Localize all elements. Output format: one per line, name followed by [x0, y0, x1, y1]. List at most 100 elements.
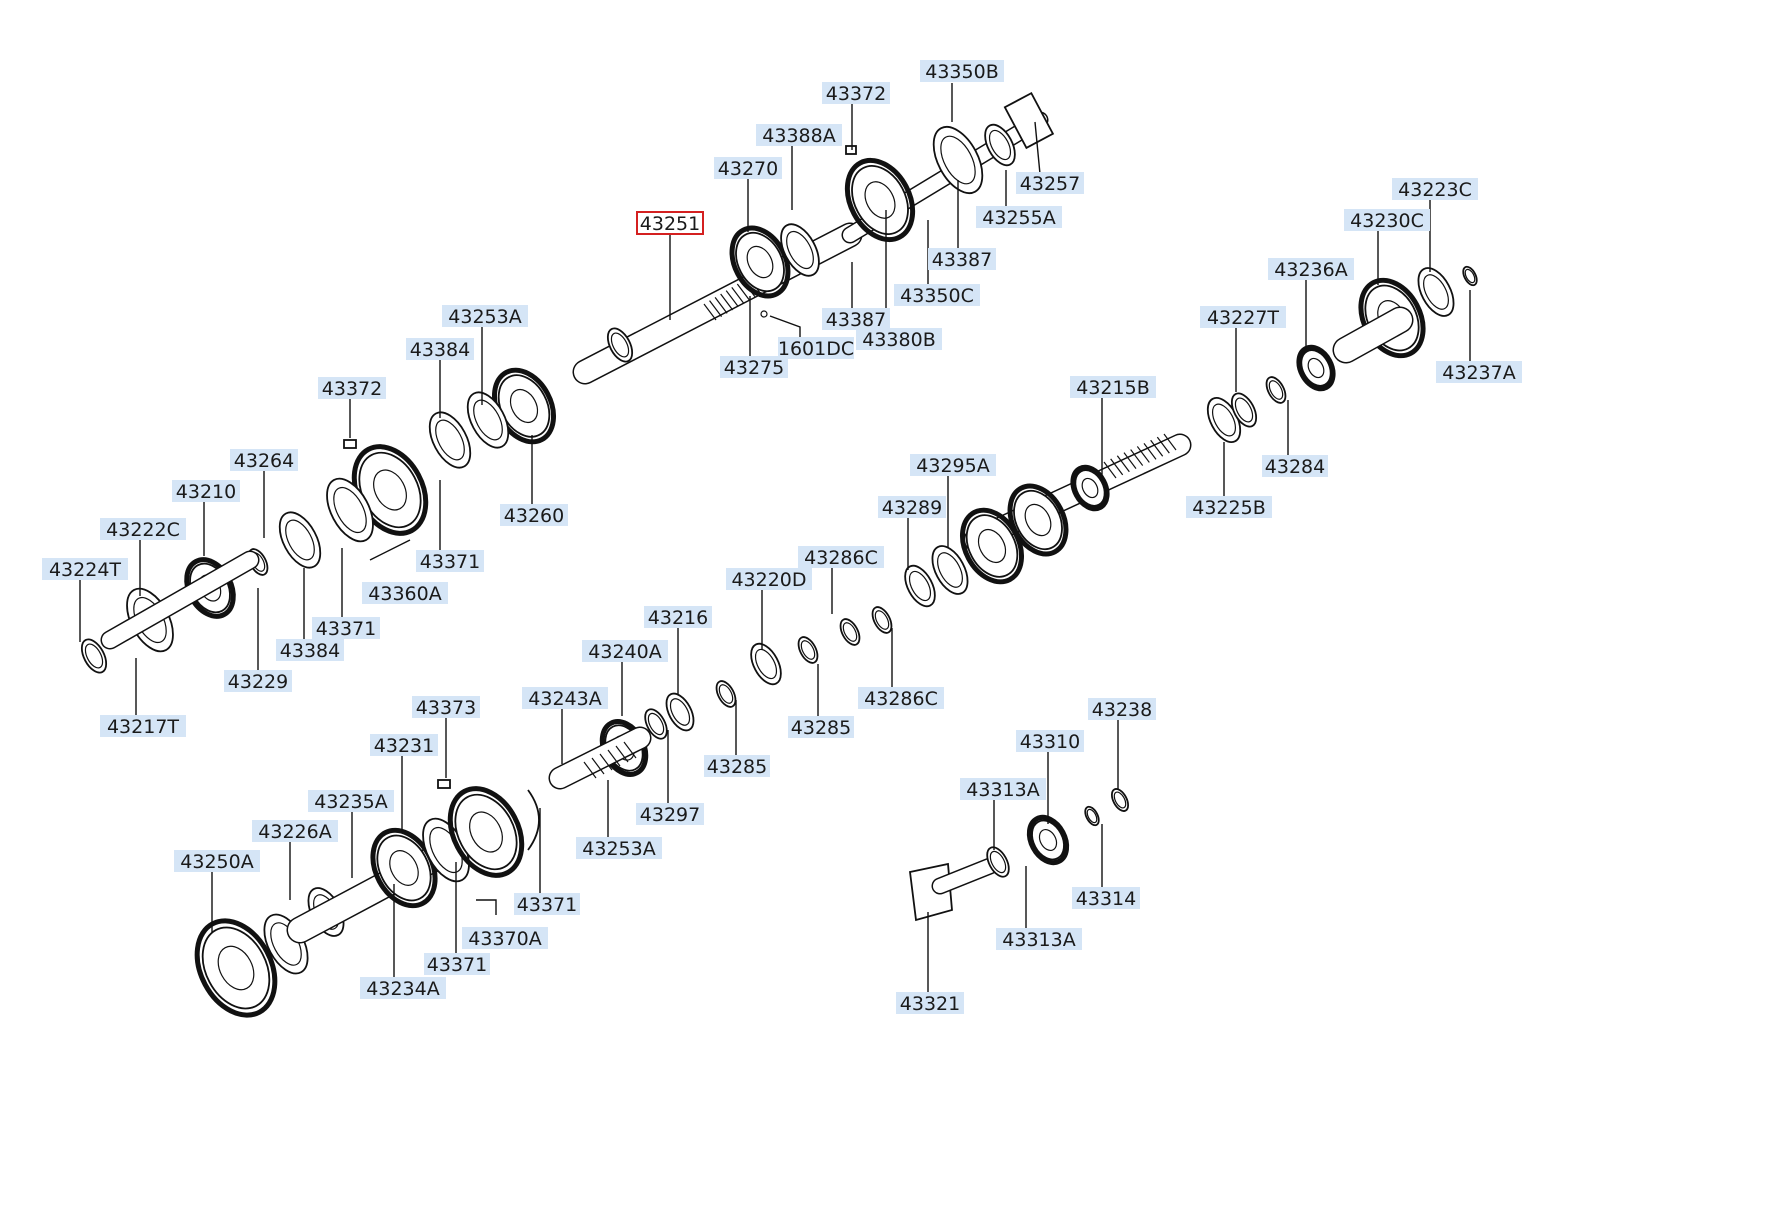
- gear-43250A-hub: [217, 945, 255, 991]
- label-l43237A: 43237A: [1442, 362, 1515, 384]
- label-l43314: 43314: [1076, 888, 1136, 910]
- label-box-l43313Aa: [960, 778, 1046, 800]
- label-l43216: 43216: [648, 607, 708, 629]
- label-box-l43373: [412, 696, 480, 718]
- main-shaft-spline-tooth: [703, 303, 717, 321]
- counter-spline-tooth: [1156, 436, 1170, 454]
- label-box-l43371c: [514, 893, 580, 915]
- race-43227T-inner: [1234, 397, 1254, 423]
- label-l43264: 43264: [234, 450, 294, 472]
- label-box-l43360A: [362, 582, 448, 604]
- gear-43230C-shaft: [1332, 306, 1414, 364]
- input-shaft-stub-body: [102, 552, 258, 648]
- label-box-l43285a: [788, 716, 854, 738]
- label-l43257: 43257: [1020, 173, 1080, 195]
- washer-43237A: [1462, 265, 1478, 287]
- gear-43270: [735, 231, 785, 293]
- label-l43310: 43310: [1020, 731, 1080, 753]
- label-box-l43297: [636, 803, 704, 825]
- hub-43380B-teeth: [844, 157, 916, 243]
- washer-43314-inner: [1086, 808, 1098, 824]
- label-box-l43310: [1016, 730, 1084, 752]
- label-l43231: 43231: [374, 735, 434, 757]
- ring-43384: [428, 411, 472, 469]
- counter-spline-tooth: [1150, 439, 1164, 457]
- synchro-ring-43388A-inner: [786, 230, 814, 270]
- ring-43285-b: [715, 680, 737, 708]
- leader-lines: [79, 83, 1471, 992]
- label-box-l43286Cb: [858, 687, 944, 709]
- hub-43380B-hub: [864, 181, 896, 219]
- label-box-l43257: [1016, 172, 1084, 194]
- label-box-l43371b: [312, 617, 380, 639]
- label-l43215B: 43215B: [1076, 377, 1149, 399]
- label-l43285b: 43285: [707, 756, 767, 778]
- key-43373: [437, 779, 451, 789]
- snap-43286C: [871, 606, 893, 634]
- ball-1601DC: [760, 310, 768, 318]
- label-l43229: 43229: [228, 671, 288, 693]
- ring-43297-inner: [647, 712, 665, 736]
- label-box-l43286Ca: [798, 546, 884, 568]
- label-l43371d: 43371: [427, 954, 487, 976]
- label-l43240A: 43240A: [588, 641, 661, 663]
- label-l43313Aa: 43313A: [966, 779, 1039, 801]
- label-box-l43226A: [252, 820, 338, 842]
- label-box-l43295A: [910, 454, 996, 476]
- gear-43295A-hub: [977, 528, 1007, 564]
- spline-43253A-tooth: [583, 761, 597, 779]
- parts-drawing: [80, 91, 1478, 1018]
- label-box-l43243A: [522, 687, 608, 709]
- label-box-l43236A: [1268, 258, 1354, 280]
- label-l43321: 43321: [900, 993, 960, 1015]
- label-l43387b: 43387: [826, 309, 886, 331]
- label-l43220D: 43220D: [731, 569, 806, 591]
- hub-inner: [326, 477, 374, 543]
- snap-43286C-inner: [874, 610, 890, 630]
- sleeve-shaft: [931, 857, 999, 895]
- snap-43371: [527, 789, 540, 851]
- race-43227T: [1230, 392, 1258, 428]
- washer-43237A-inner: [1464, 268, 1476, 284]
- label-l43313Ab: 43313A: [1002, 929, 1075, 951]
- label-l43210: 43210: [176, 481, 236, 503]
- label-l43270: 43270: [718, 158, 778, 180]
- main-shaft-spline-tooth: [736, 283, 750, 301]
- ring-43285-b-inner: [718, 684, 734, 704]
- label-box-l43313Ab: [996, 928, 1082, 950]
- label-box-l43234A: [360, 977, 446, 999]
- label-l43253Aa: 43253A: [448, 306, 521, 328]
- label-box-l43387a: [928, 248, 996, 270]
- snap-43286C-b: [839, 618, 861, 646]
- label-box-l43216: [644, 606, 712, 628]
- label-l43284: 43284: [1265, 456, 1325, 478]
- key-43372b: [343, 439, 357, 449]
- main-shaft-spline-tooth: [725, 290, 739, 308]
- bearing-43253A-inner: [473, 399, 503, 441]
- gear-43236A-hub: [1307, 357, 1325, 379]
- gear-43270-teeth: [729, 225, 791, 299]
- bearing-43225B-inner: [1211, 403, 1237, 437]
- synchro-43360A-hub: [373, 469, 407, 511]
- ring-43384b-inner: [285, 519, 315, 561]
- label-box-l43314: [1072, 887, 1140, 909]
- counter-spline-tooth: [1163, 433, 1177, 451]
- gear-43310-teeth: [1026, 814, 1070, 866]
- label-l43289: 43289: [882, 497, 942, 519]
- label-box-l43371d: [424, 953, 490, 975]
- label-box-l43285b: [704, 755, 770, 777]
- label-box-l43223C: [1392, 178, 1478, 200]
- leader-l43360A: [369, 539, 411, 561]
- label-box-l43227T: [1200, 306, 1286, 328]
- ring-43350B: [932, 125, 984, 195]
- spline-43253A-tooth: [599, 753, 613, 771]
- bearing-43223C: [1417, 267, 1455, 317]
- label-box-l43372b: [318, 377, 386, 399]
- spline-43253A-tooth: [623, 741, 637, 759]
- label-l43286Cb: 43286C: [864, 688, 938, 710]
- label-box-l43321: [896, 992, 964, 1014]
- label-box-l43270: [714, 157, 782, 179]
- gear-43215B-small: [1074, 469, 1106, 507]
- label-box-l43224T: [42, 558, 128, 580]
- label-l43371c: 43371: [517, 894, 577, 916]
